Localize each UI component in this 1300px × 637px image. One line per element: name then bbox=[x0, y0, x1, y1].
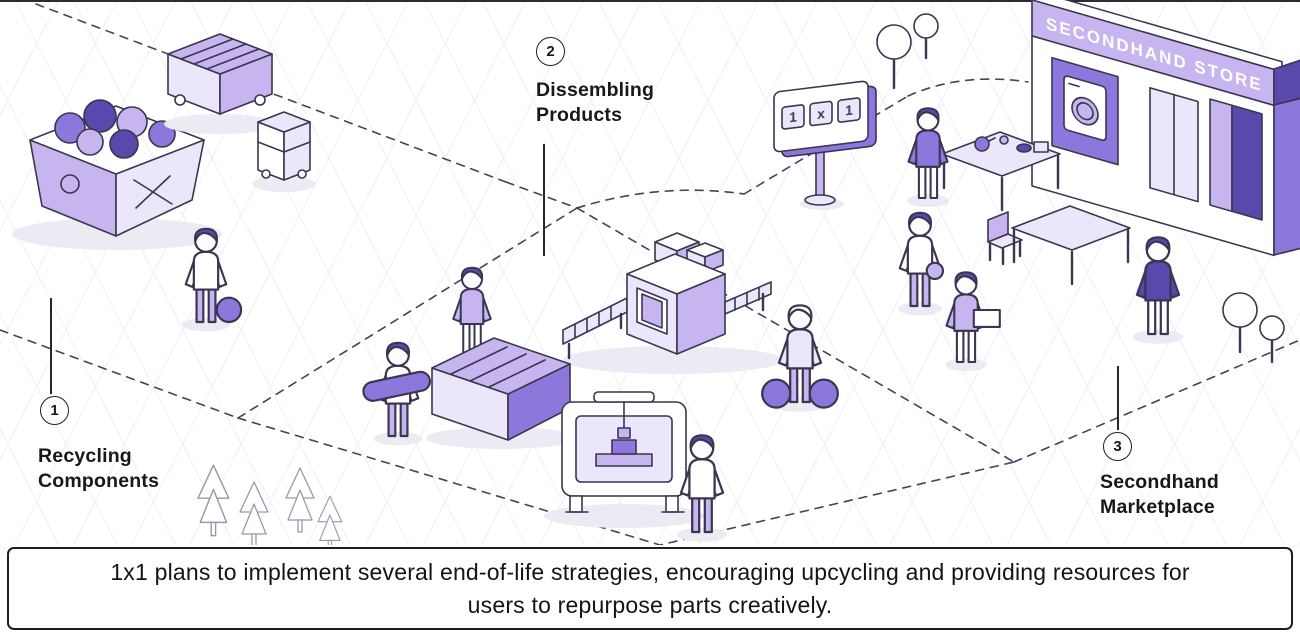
disassembly-conveyor-machine bbox=[562, 232, 783, 374]
box-icon bbox=[972, 308, 1001, 328]
step-2-number: 2 bbox=[536, 37, 565, 66]
pine-tree bbox=[197, 464, 230, 537]
step-3-number: 3 bbox=[1103, 432, 1132, 461]
billboard-tile-2: 1 bbox=[845, 102, 853, 119]
3d-printer-machine bbox=[544, 391, 704, 528]
skip-dumpster-with-bags bbox=[12, 99, 222, 250]
pine-tree bbox=[285, 467, 315, 533]
recycling-container bbox=[164, 33, 276, 134]
round-tree bbox=[1259, 315, 1285, 364]
person-carrying-bags bbox=[761, 304, 839, 412]
person-printer-operator bbox=[676, 434, 728, 542]
trash-bag-icon bbox=[83, 99, 117, 133]
trash-bag-icon bbox=[76, 128, 104, 156]
person-carrying-part bbox=[362, 341, 431, 446]
illustration-canvas: SECONDHAND STORE bbox=[0, 0, 1300, 545]
salvaged-part-icon bbox=[362, 370, 431, 402]
person-shopper-walking bbox=[898, 211, 945, 316]
trash-bag-icon bbox=[54, 112, 86, 144]
person-shopper-pointing bbox=[907, 107, 949, 208]
billboard-tile-x: x bbox=[817, 105, 825, 122]
caption-box: 1x1 plans to implement several end-of-li… bbox=[7, 547, 1293, 630]
step-1-label: Recycling Components bbox=[38, 445, 160, 492]
step-1-connector bbox=[50, 298, 52, 394]
small-bin bbox=[252, 111, 316, 192]
market-table bbox=[941, 131, 1061, 212]
top-border bbox=[0, 0, 1300, 2]
workbench bbox=[426, 337, 578, 449]
market-table bbox=[1011, 205, 1131, 286]
billboard-tile-1: 1 bbox=[789, 108, 797, 125]
person-recycling-worker bbox=[181, 227, 243, 332]
recycle-symbol-icon bbox=[60, 174, 80, 194]
round-tree bbox=[876, 24, 912, 90]
scene-art: SECONDHAND STORE bbox=[0, 0, 1300, 545]
trash-bag-icon bbox=[808, 378, 839, 409]
step-1-number: 1 bbox=[40, 396, 69, 425]
person-shopkeeper bbox=[1132, 236, 1184, 344]
teapot-icon bbox=[974, 136, 990, 152]
trash-bag-icon bbox=[215, 296, 243, 324]
step-2-connector bbox=[543, 144, 545, 256]
step-3-label: Secondhand Marketplace bbox=[1100, 471, 1220, 518]
round-tree bbox=[913, 13, 939, 60]
step-2-label: Dissembling Products bbox=[536, 79, 655, 126]
trash-bag-icon bbox=[109, 129, 139, 159]
caption-text: 1x1 plans to implement several end-of-li… bbox=[110, 558, 1190, 618]
secondhand-store: SECONDHAND STORE bbox=[1023, 0, 1300, 257]
store-door bbox=[1209, 98, 1233, 213]
round-tree bbox=[1222, 292, 1258, 354]
shoulder-bag-icon bbox=[925, 261, 945, 281]
billboard-1x1: 1 x 1 bbox=[773, 80, 877, 210]
market-chair bbox=[987, 211, 1023, 266]
pine-tree bbox=[239, 481, 269, 545]
pine-tree bbox=[317, 495, 343, 545]
step-3-connector bbox=[1117, 366, 1119, 430]
trash-bag-icon bbox=[761, 378, 792, 409]
person-carrying-box bbox=[945, 271, 1001, 372]
